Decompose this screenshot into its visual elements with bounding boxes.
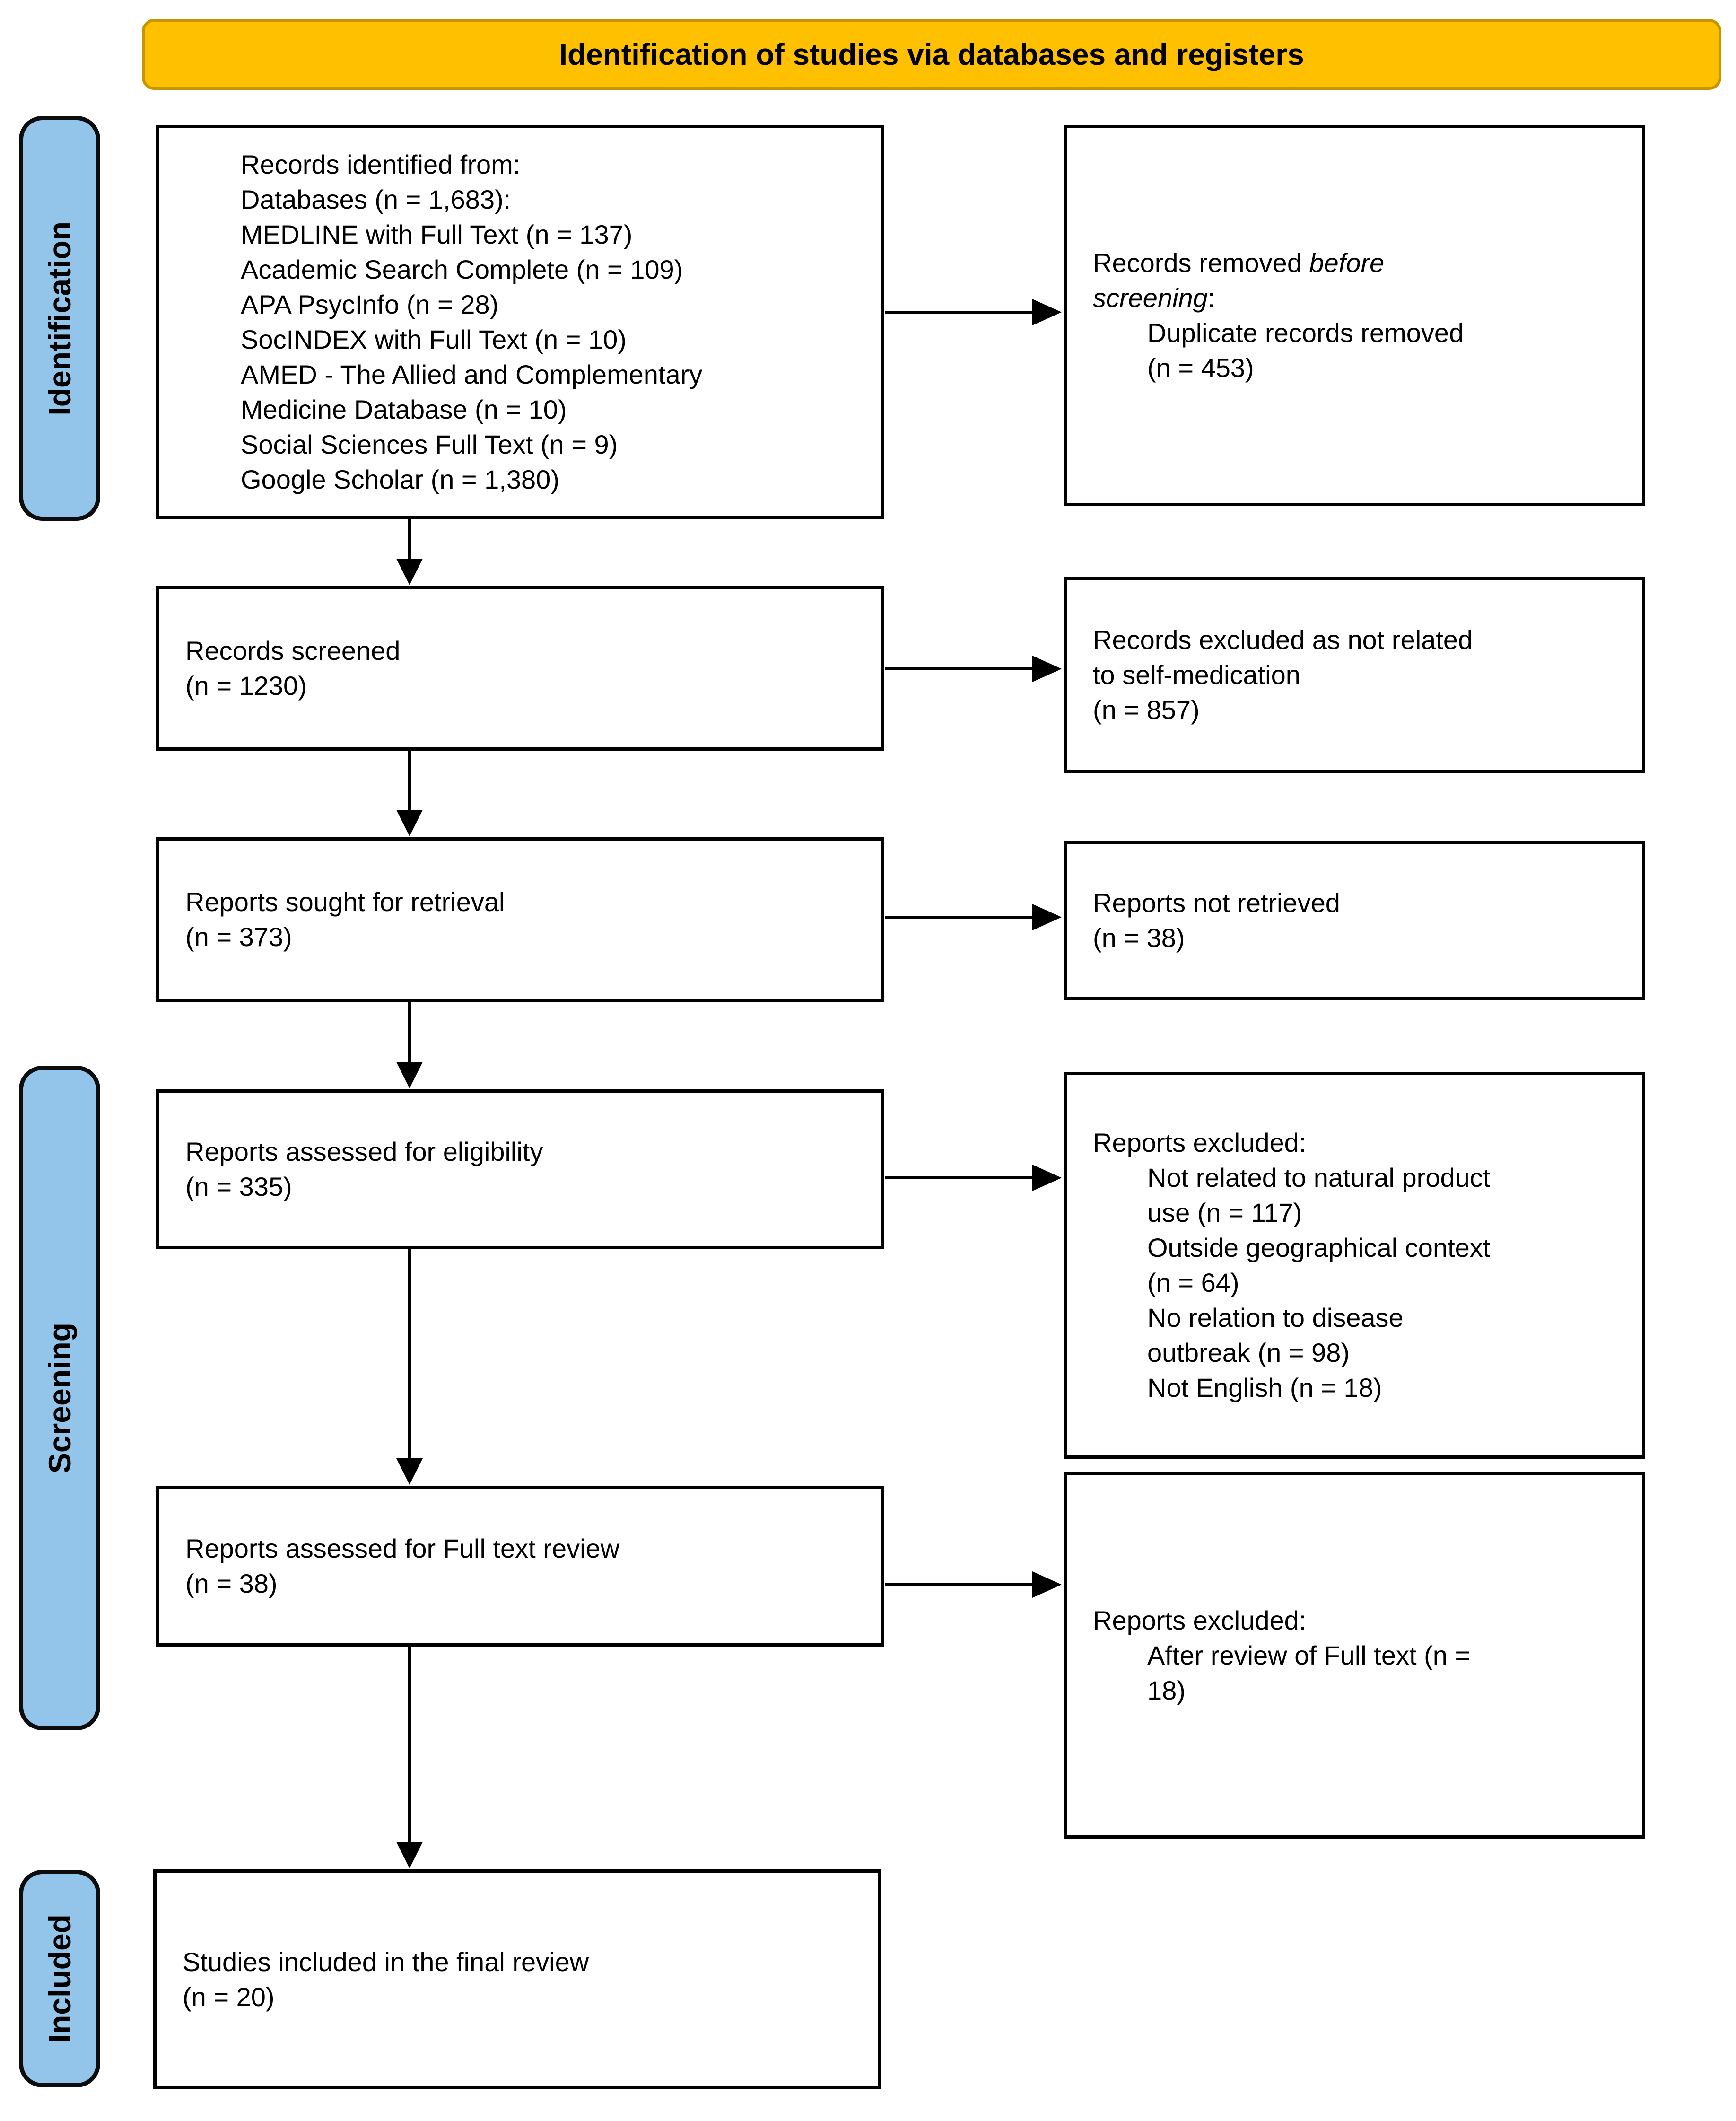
box-line: Outside geographical context: [1147, 1233, 1491, 1262]
arrow-right-screened-to-excluded: [885, 656, 1062, 682]
box-line: (n = 453): [1147, 353, 1254, 383]
text-segment: Records removed: [1093, 248, 1309, 278]
text-segment-italic: before: [1309, 248, 1385, 278]
box-reports-assessed-eligibility: Reports assessed for eligibility (n = 33…: [156, 1089, 884, 1249]
box-line: Not related to natural product: [1147, 1163, 1491, 1192]
box-line: (n = 64): [1147, 1268, 1239, 1297]
box-line: screening:: [1093, 280, 1629, 316]
stage-label-screening-text: Screening: [42, 1322, 77, 1474]
box-line: outbreak (n = 98): [1147, 1338, 1350, 1367]
box-line: (n = 373): [185, 922, 292, 952]
box-reports-assessed-fulltext: Reports assessed for Full text review (n…: [156, 1486, 884, 1647]
box-line: (n = 857): [1093, 695, 1200, 725]
box-line: Records removed before: [1093, 245, 1629, 280]
box-line: Academic Search Complete (n = 109): [241, 254, 683, 284]
box-line: Reports excluded:: [1093, 1128, 1307, 1157]
box-line: (n = 335): [185, 1172, 292, 1201]
box-records-identified: Records identified from: Databases (n = …: [156, 125, 884, 519]
box-line: Reports assessed for eligibility: [185, 1137, 543, 1166]
box-line: Duplicate records removed: [1147, 318, 1464, 348]
box-records-removed: Records removed before screening: Duplic…: [1064, 125, 1645, 506]
box-line: Studies included in the final review: [183, 1946, 589, 1977]
box-line: Reports sought for retrieval: [185, 887, 505, 917]
stage-label-screening: Screening: [19, 1066, 100, 1730]
box-line: (n = 38): [185, 1569, 278, 1598]
box-line: (n = 38): [1093, 923, 1185, 953]
indented-list: After review of Full text (n = 18): [1093, 1638, 1629, 1708]
text-segment: :: [1207, 283, 1215, 313]
stage-label-included-text: Included: [42, 1914, 77, 2043]
text-segment-italic: screening: [1093, 283, 1208, 313]
box-line: After review of Full text (n =: [1147, 1640, 1471, 1670]
box-reports-excluded-eligibility: Reports excluded: Not related to natural…: [1064, 1072, 1645, 1459]
box-line: Records identified from:: [241, 149, 521, 179]
arrow-down-identified-to-screened: [396, 519, 423, 585]
box-line: Reports excluded:: [1093, 1605, 1307, 1635]
box-line: MEDLINE with Full Text (n = 137): [241, 219, 633, 249]
box-line: to self-medication: [1093, 660, 1300, 690]
box-records-screened: Records screened (n = 1230): [156, 586, 884, 751]
box-line: use (n = 117): [1147, 1198, 1302, 1227]
box-reports-sought: Reports sought for retrieval (n = 373): [156, 837, 884, 1002]
box-records-excluded: Records excluded as not related to self-…: [1064, 577, 1645, 773]
arrow-right-sought-to-notretrieved: [885, 904, 1062, 930]
box-line: (n = 20): [183, 1981, 275, 2012]
box-line: No relation to disease: [1147, 1303, 1404, 1332]
indented-list: Duplicate records removed (n = 453): [1093, 316, 1629, 386]
arrow-right-identified-to-removed: [885, 299, 1062, 325]
stage-label-included: Included: [19, 1870, 100, 2087]
arrow-right-fulltext-to-excluded: [885, 1571, 1062, 1598]
box-line: Google Scholar (n = 1,380): [241, 465, 559, 494]
box-line: SocINDEX with Full Text (n = 10): [241, 324, 627, 354]
arrow-down-fulltext-to-included: [396, 1646, 423, 1868]
box-line: Databases (n = 1,683):: [241, 184, 511, 214]
header-banner: Identification of studies via databases …: [142, 19, 1721, 90]
box-line: (n = 1230): [185, 671, 307, 701]
box-line: Not English (n = 18): [1147, 1373, 1382, 1402]
box-line: Medicine Database (n = 10): [241, 394, 567, 424]
arrow-down-sought-to-eligibility: [396, 1001, 423, 1088]
arrow-down-screened-to-sought: [396, 750, 423, 836]
stage-label-identification: Identification: [19, 116, 100, 521]
arrow-down-eligibility-to-fulltext: [396, 1248, 423, 1485]
box-reports-excluded-fulltext: Reports excluded: After review of Full t…: [1064, 1472, 1645, 1839]
box-line: Reports assessed for Full text review: [185, 1534, 620, 1563]
box-studies-included: Studies included in the final review (n …: [153, 1869, 881, 2089]
box-line: Records excluded as not related: [1093, 625, 1473, 655]
box-line: 18): [1147, 1675, 1186, 1705]
arrow-right-eligibility-to-excluded: [885, 1165, 1062, 1191]
box-line: Reports not retrieved: [1093, 888, 1340, 918]
box-line: Records screened: [185, 636, 401, 666]
stage-label-identification-text: Identification: [42, 221, 77, 416]
box-line: AMED - The Allied and Complementary: [241, 359, 703, 389]
indented-list: Not related to natural product use (n = …: [1093, 1160, 1629, 1405]
box-line: Social Sciences Full Text (n = 9): [241, 429, 618, 459]
box-reports-not-retrieved: Reports not retrieved (n = 38): [1064, 841, 1645, 1000]
box-line: APA PsycInfo (n = 28): [241, 289, 499, 319]
banner-title: Identification of studies via databases …: [559, 37, 1304, 71]
